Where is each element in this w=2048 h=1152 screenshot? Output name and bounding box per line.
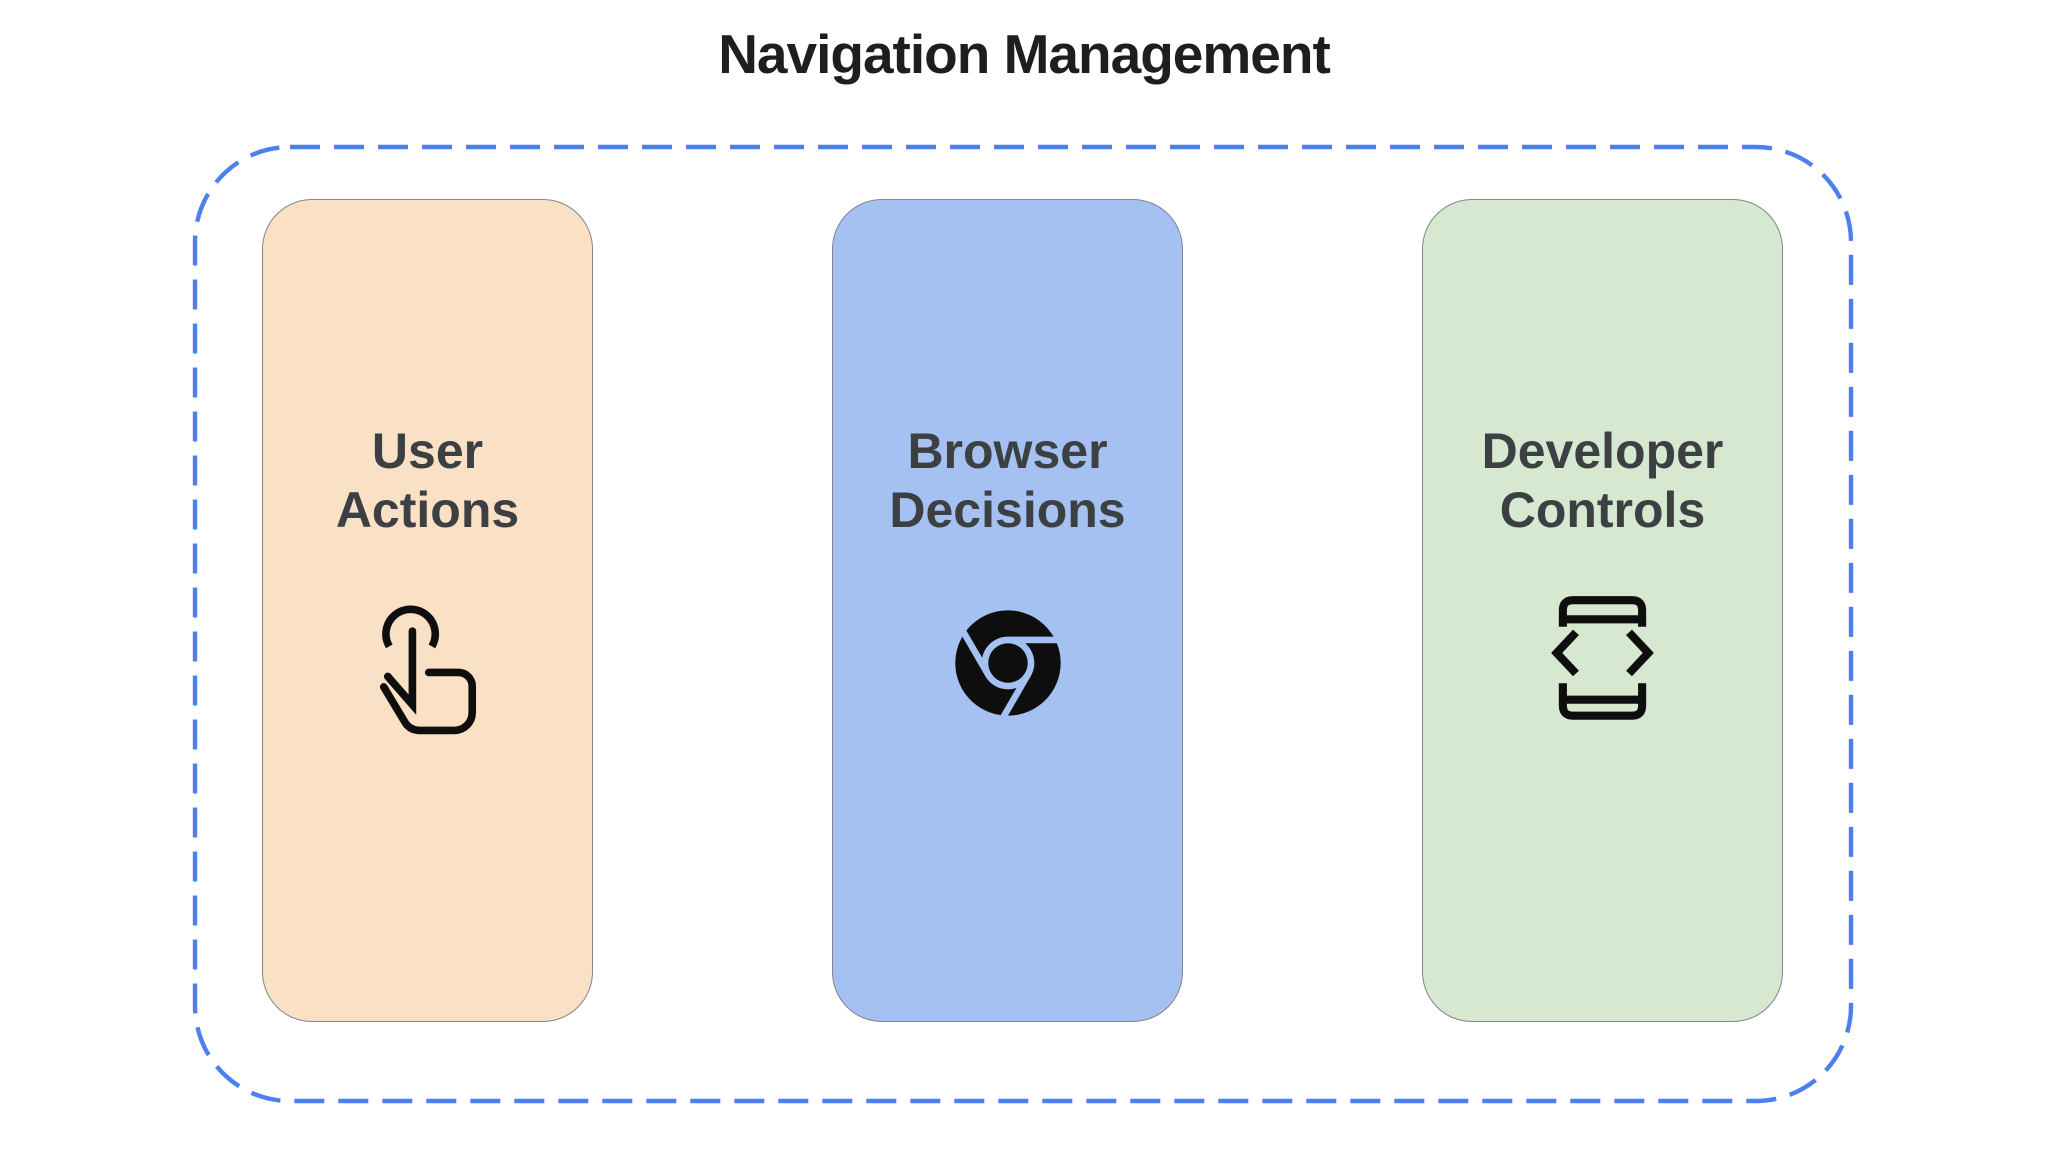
chrome-browser-icon: [929, 584, 1087, 742]
card-user-actions: User Actions: [262, 199, 593, 1022]
card-browser-decisions-label: Browser Decisions: [889, 423, 1126, 538]
page-title: Navigation Management: [718, 23, 1331, 85]
card-developer-controls-label: Developer Controls: [1481, 423, 1724, 538]
card-browser-decisions: Browser Decisions: [832, 199, 1183, 1022]
group-dashed-border: [192, 144, 1854, 1104]
card-developer-controls: Developer Controls: [1422, 199, 1783, 1022]
card-user-actions-label: User Actions: [335, 423, 520, 538]
touch-gesture-icon: [341, 584, 515, 758]
code-phone-icon: [1551, 594, 1654, 725]
